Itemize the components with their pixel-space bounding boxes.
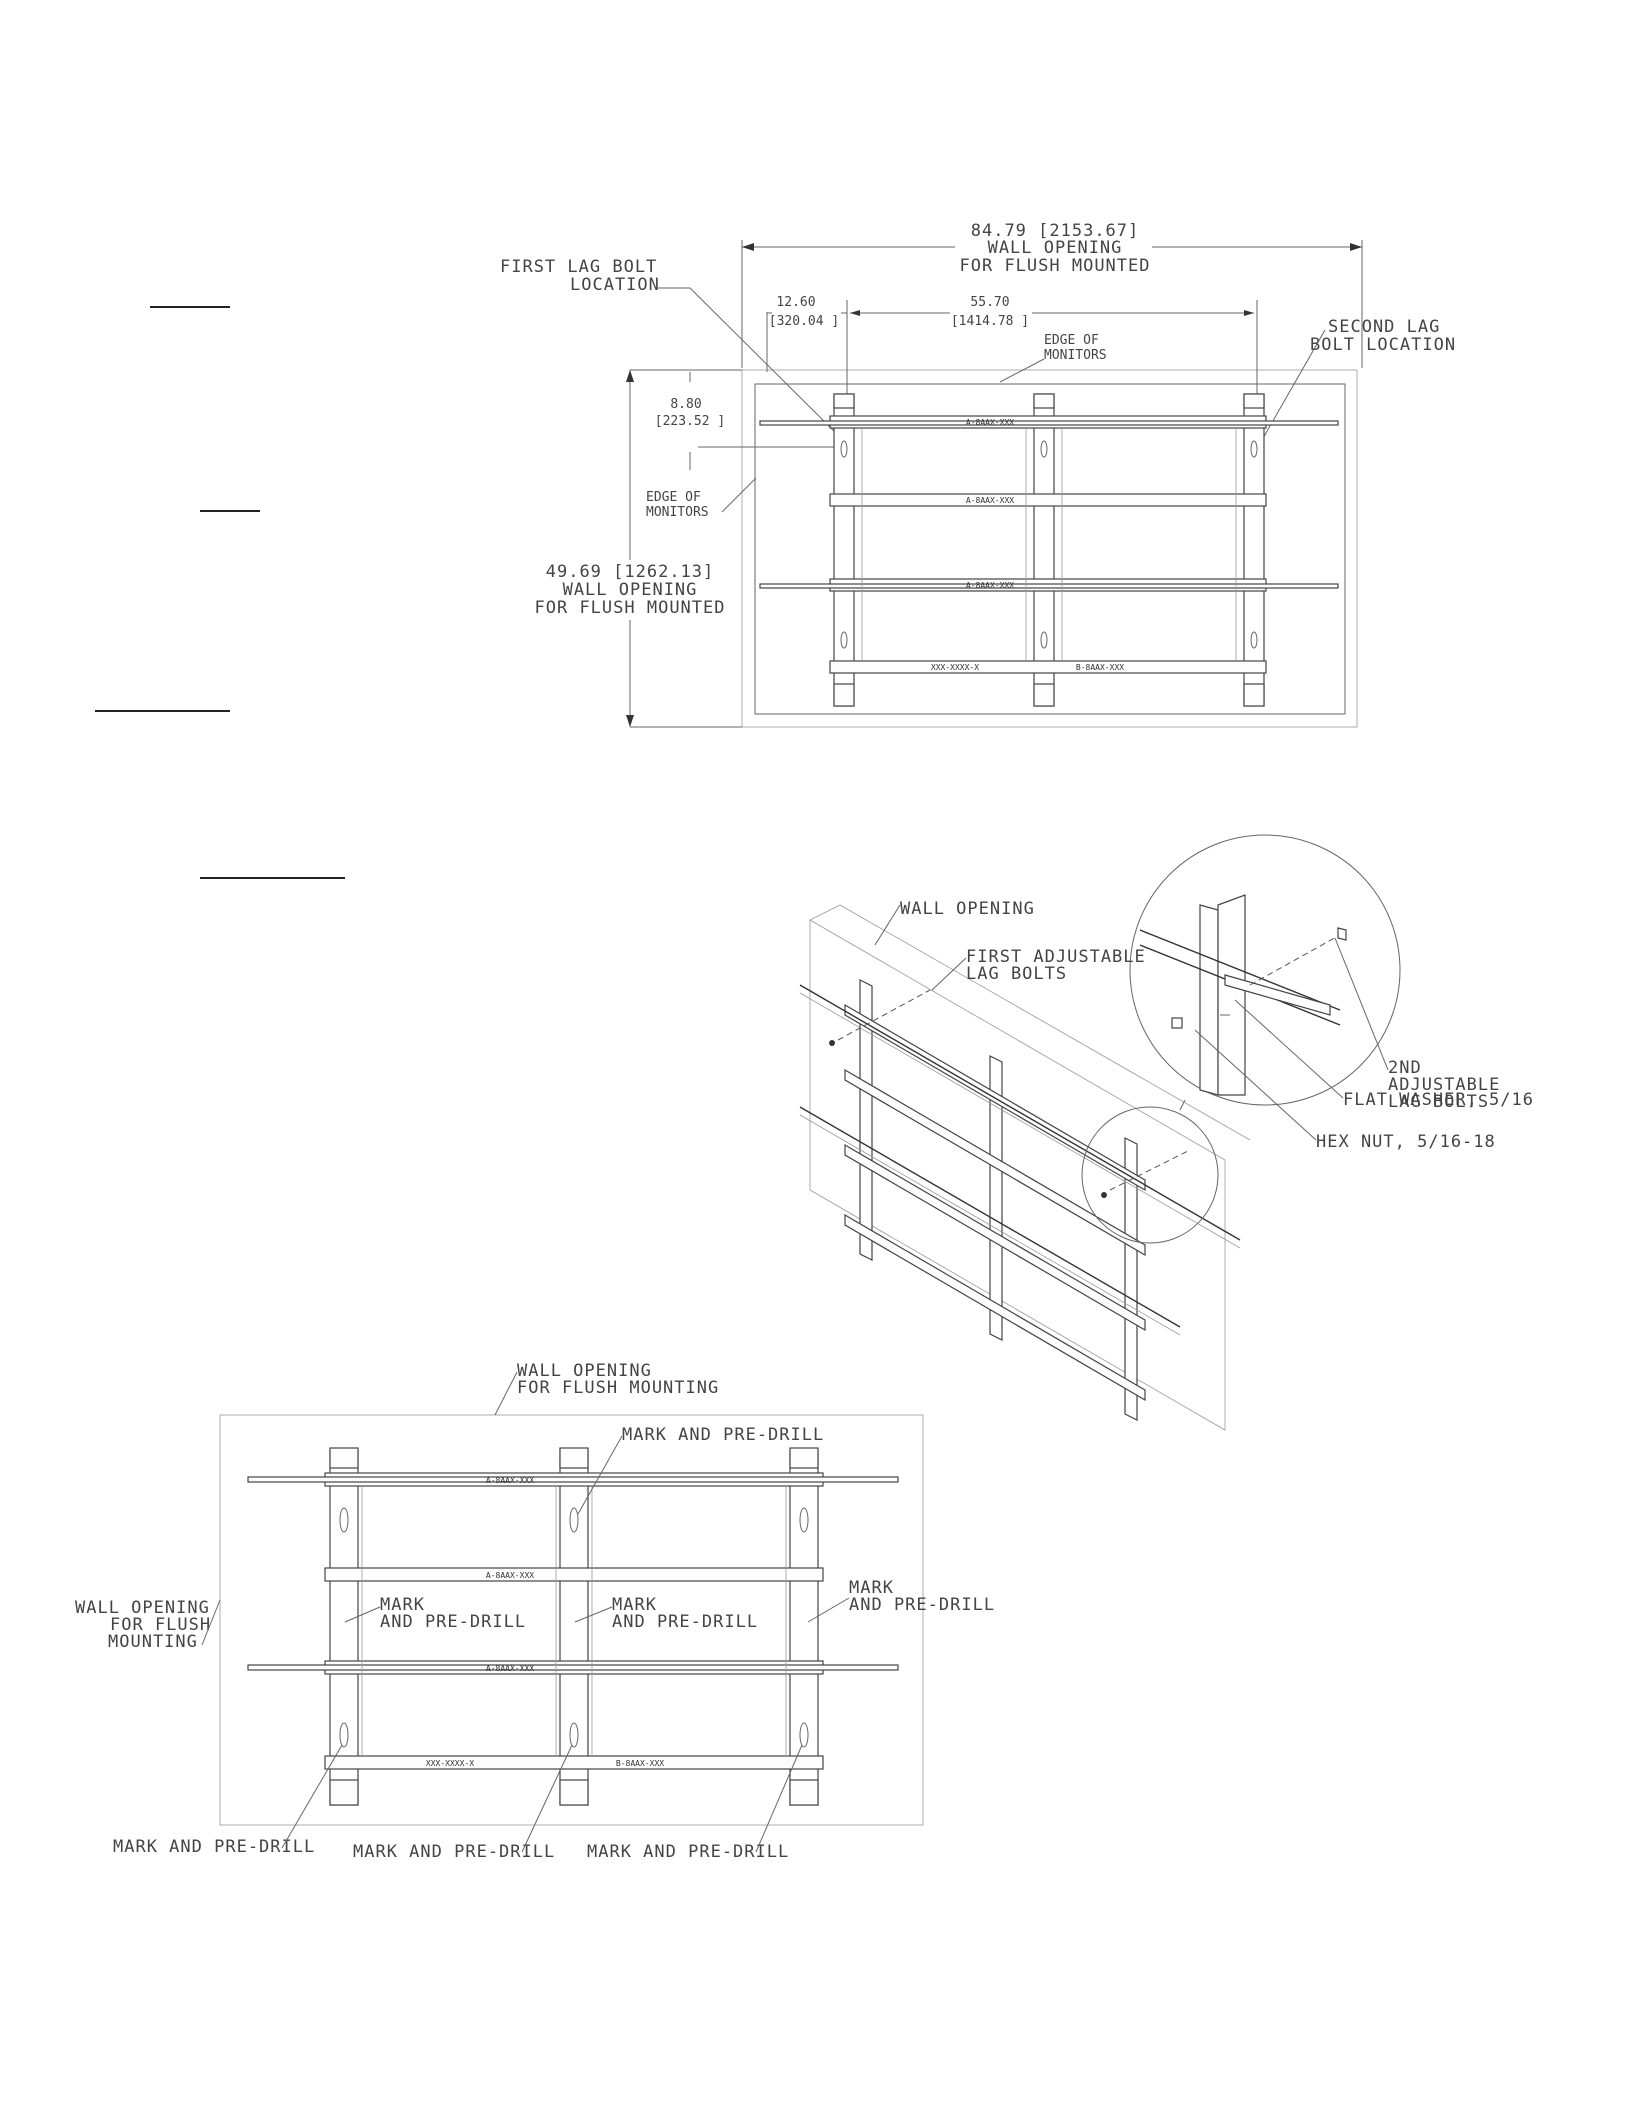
rail-label: A-8AAX-XXX	[966, 496, 1014, 505]
span-dimension-inches: 55.70	[970, 295, 1009, 310]
rail-label: A-8AAX-XXX	[486, 1571, 534, 1580]
edge-of-monitors-top-line1: EDGE OF	[1044, 333, 1099, 348]
and-predrill-label-right: AND PRE-DRILL	[849, 1595, 995, 1615]
second-adjustable-lag-bolts-line2: ADJUSTABLE	[1388, 1075, 1500, 1095]
overall-width-note-line2: FOR FLUSH MOUNTED	[960, 256, 1151, 276]
offset-dimension-inches: 12.60	[776, 295, 815, 310]
overall-height-dimension: 49.69 [1262.13]	[546, 562, 715, 582]
mark-label-center: MARK	[612, 1595, 657, 1615]
rail-label: A-8AAX-XXX	[966, 581, 1014, 590]
and-predrill-label-center: AND PRE-DRILL	[612, 1612, 758, 1632]
rail-label: XXX-XXXX-X	[426, 1759, 474, 1768]
detail-circle-small	[1081, 1106, 1219, 1244]
second-adjustable-lag-bolts-line1: 2ND	[1388, 1058, 1422, 1078]
edge-of-monitors-top-line2: MONITORS	[1044, 348, 1107, 363]
detail-enlarged-bracket	[1139, 894, 1347, 1096]
second-lag-bolt-label-line1: SECOND LAG	[1328, 317, 1440, 337]
margin-underlines	[95, 306, 345, 879]
and-predrill-label-left: AND PRE-DRILL	[380, 1612, 526, 1632]
monitor-edge-outline	[754, 383, 1346, 715]
top-view-dimension-drawing: 84.79 [2153.67] WALL OPENING FOR FLUSH M…	[500, 221, 1456, 728]
first-adjustable-lag-bolts-line2: LAG BOLTS	[966, 964, 1067, 984]
edge-of-monitors-left-line2: MONITORS	[646, 505, 709, 520]
mark-predrill-bottom-center: MARK AND PRE-DRILL	[353, 1842, 555, 1862]
rail-label: B-8AAX-XXX	[1076, 663, 1124, 672]
mount-frame-top-view: A-8AAX-XXX A-8AAX-XXX A-8AAX-XXX XXX-XXX…	[759, 393, 1339, 707]
wall-opening-plane	[809, 919, 1226, 1431]
mark-label-right: MARK	[849, 1578, 894, 1598]
overall-width-dimension: 84.79 [2153.67]	[971, 221, 1140, 241]
wall-opening-top-line1: WALL OPENING	[517, 1361, 652, 1381]
second-adjustable-lag-bolts-line3: LAG BOLTS	[1388, 1092, 1489, 1112]
overall-height-note-line1: WALL OPENING	[563, 580, 698, 600]
wall-opening-left-line2: FOR FLUSH	[110, 1615, 211, 1635]
wall-opening-left-line3: MOUNTING	[108, 1632, 198, 1652]
vertical-offset-mm: [223.52 ]	[655, 414, 725, 429]
first-lag-bolt-label-line2: LOCATION	[570, 275, 660, 295]
mark-predrill-bottom-left: MARK AND PRE-DRILL	[113, 1837, 315, 1857]
isometric-view-drawing: WALL OPENING FIRST ADJUSTABLE LAG BOLTS …	[799, 834, 1534, 1431]
mark-label-left: MARK	[380, 1595, 425, 1615]
rail-label: A-8AAX-XXX	[966, 418, 1014, 427]
rail-label: A-8AAX-XXX	[486, 1476, 534, 1485]
span-dimension-mm: [1414.78 ]	[951, 314, 1029, 329]
wall-opening-outline-front	[219, 1414, 924, 1826]
first-lag-bolt-label-line1: FIRST LAG BOLT	[500, 257, 657, 277]
hex-nut-label: HEX NUT, 5/16-18	[1316, 1132, 1496, 1152]
mark-predrill-bottom-right: MARK AND PRE-DRILL	[587, 1842, 789, 1862]
mark-predrill-top-label: MARK AND PRE-DRILL	[622, 1425, 824, 1445]
rail-label: XXX-XXXX-X	[931, 663, 979, 672]
flat-washer-label: FLAT WASHER, 5/16	[1343, 1090, 1534, 1110]
wall-opening-label: WALL OPENING	[900, 899, 1035, 919]
first-adjustable-lag-bolts-line1: FIRST ADJUSTABLE	[966, 947, 1146, 967]
edge-of-monitors-left-line1: EDGE OF	[646, 490, 701, 505]
front-view-drilling-drawing: A-8AAX-XXX A-8AAX-XXX A-8AAX-XXX XXX-XXX…	[75, 1361, 995, 1862]
rail-label: A-8AAX-XXX	[486, 1664, 534, 1673]
wall-opening-top-line2: FOR FLUSH MOUNTING	[517, 1378, 719, 1398]
detail-circle-large	[1129, 834, 1401, 1106]
wall-opening-left-line1: WALL OPENING	[75, 1598, 210, 1618]
rail-label: B-8AAX-XXX	[616, 1759, 664, 1768]
offset-dimension-mm: [320.04 ]	[769, 314, 839, 329]
vertical-offset-inches: 8.80	[670, 397, 701, 412]
mount-frame-front-view: A-8AAX-XXX A-8AAX-XXX A-8AAX-XXX XXX-XXX…	[247, 1447, 899, 1806]
wall-opening-outline	[741, 369, 1358, 728]
second-lag-bolt-label-line2: BOLT LOCATION	[1310, 335, 1456, 355]
overall-width-note-line1: WALL OPENING	[988, 238, 1123, 258]
overall-height-note-line2: FOR FLUSH MOUNTED	[535, 598, 726, 618]
